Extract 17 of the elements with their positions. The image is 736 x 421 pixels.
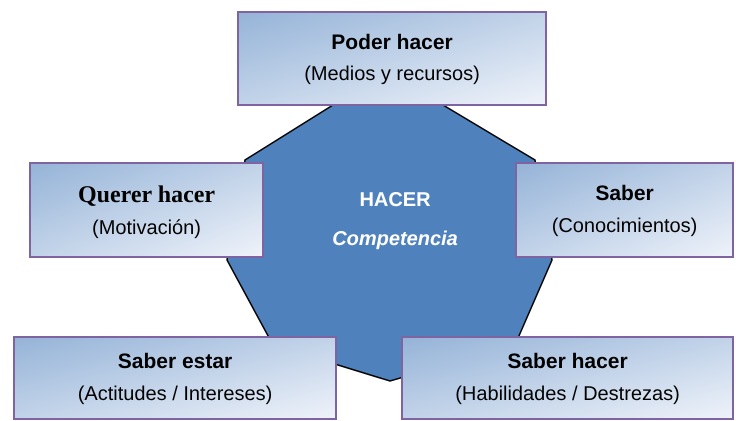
box-subtitle: (Medios y recursos)	[304, 62, 480, 88]
box-subtitle: (Habilidades / Destrezas)	[455, 382, 680, 407]
box-title: Poder hacer	[331, 30, 453, 56]
skill-box	[237, 11, 547, 106]
box-subtitle: (Motivación)	[92, 216, 201, 240]
box-title: Saber	[595, 181, 654, 208]
box-subtitle: (Actitudes / Intereses)	[78, 382, 272, 407]
center-title: HACER	[359, 188, 431, 213]
skill-box	[13, 336, 337, 420]
skill-box	[515, 162, 734, 258]
skill-box	[401, 336, 734, 420]
box-title: Saber estar	[118, 349, 232, 376]
box-title: Saber hacer	[507, 349, 628, 376]
skill-box	[29, 162, 264, 258]
box-subtitle: (Conocimientos)	[552, 214, 698, 239]
center-subtitle: Competencia	[332, 227, 458, 252]
box-title: Querer hacer	[78, 180, 216, 210]
